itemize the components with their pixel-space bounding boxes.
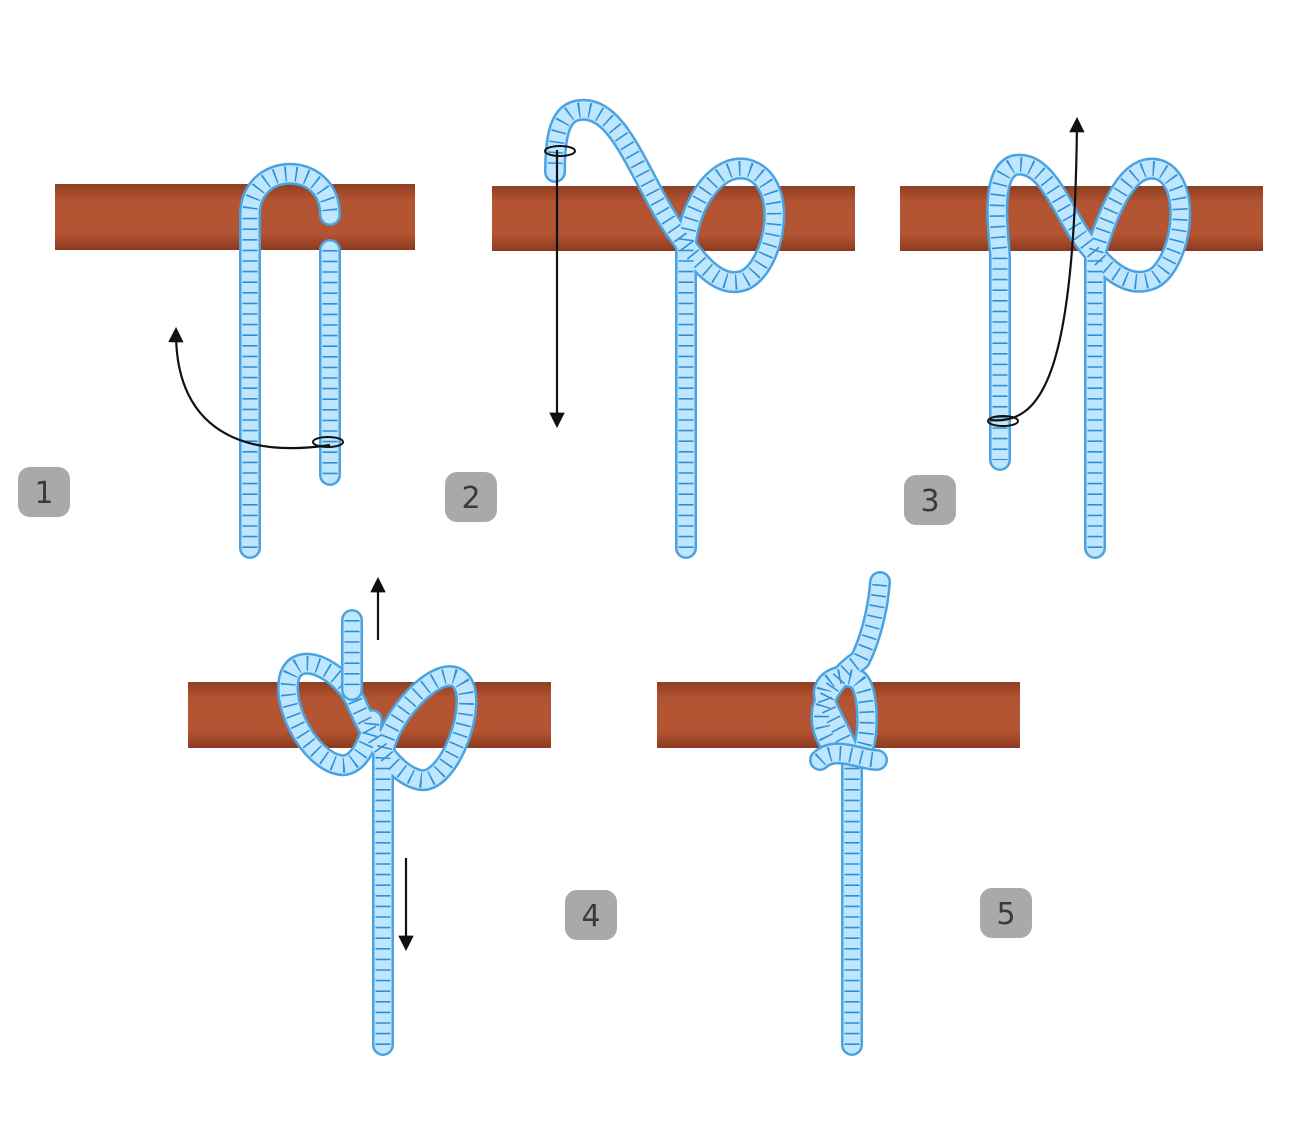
step-number: 1: [34, 476, 53, 511]
step-number: 4: [581, 899, 600, 934]
step-number: 3: [920, 484, 939, 519]
rope: [544, 98, 786, 559]
rope-segment: [814, 745, 878, 768]
rope: [986, 153, 1192, 559]
rope-segment: [989, 157, 1188, 548]
step-number: 2: [461, 481, 480, 516]
step-1: 1: [18, 162, 415, 559]
rope-end-ring: [987, 415, 1019, 427]
rope-segment: [811, 744, 886, 769]
step-number: 5: [996, 897, 1015, 932]
step-badge: [18, 467, 70, 517]
step-badge: [445, 472, 497, 522]
rope: [277, 609, 478, 1056]
rope-segment: [242, 166, 338, 548]
step-badge: [980, 888, 1032, 938]
thread-up-arrow: [989, 116, 1085, 422]
rope-end-ring: [544, 145, 576, 157]
step-badge: [565, 890, 617, 940]
rotate-arrow: [168, 326, 331, 450]
rope-segment: [814, 581, 888, 1045]
step-3: 3: [900, 116, 1263, 559]
step-4: 4: [188, 576, 617, 1056]
rope-end-ring: [312, 436, 344, 448]
rope-segment: [813, 573, 889, 1054]
rope: [809, 571, 891, 1056]
step-5: 5: [657, 571, 1032, 1056]
step-badge: [904, 475, 956, 525]
step-2: 2: [445, 98, 855, 559]
rope-segment: [279, 655, 475, 1054]
pole: [55, 184, 415, 250]
rope-segment: [546, 101, 783, 557]
